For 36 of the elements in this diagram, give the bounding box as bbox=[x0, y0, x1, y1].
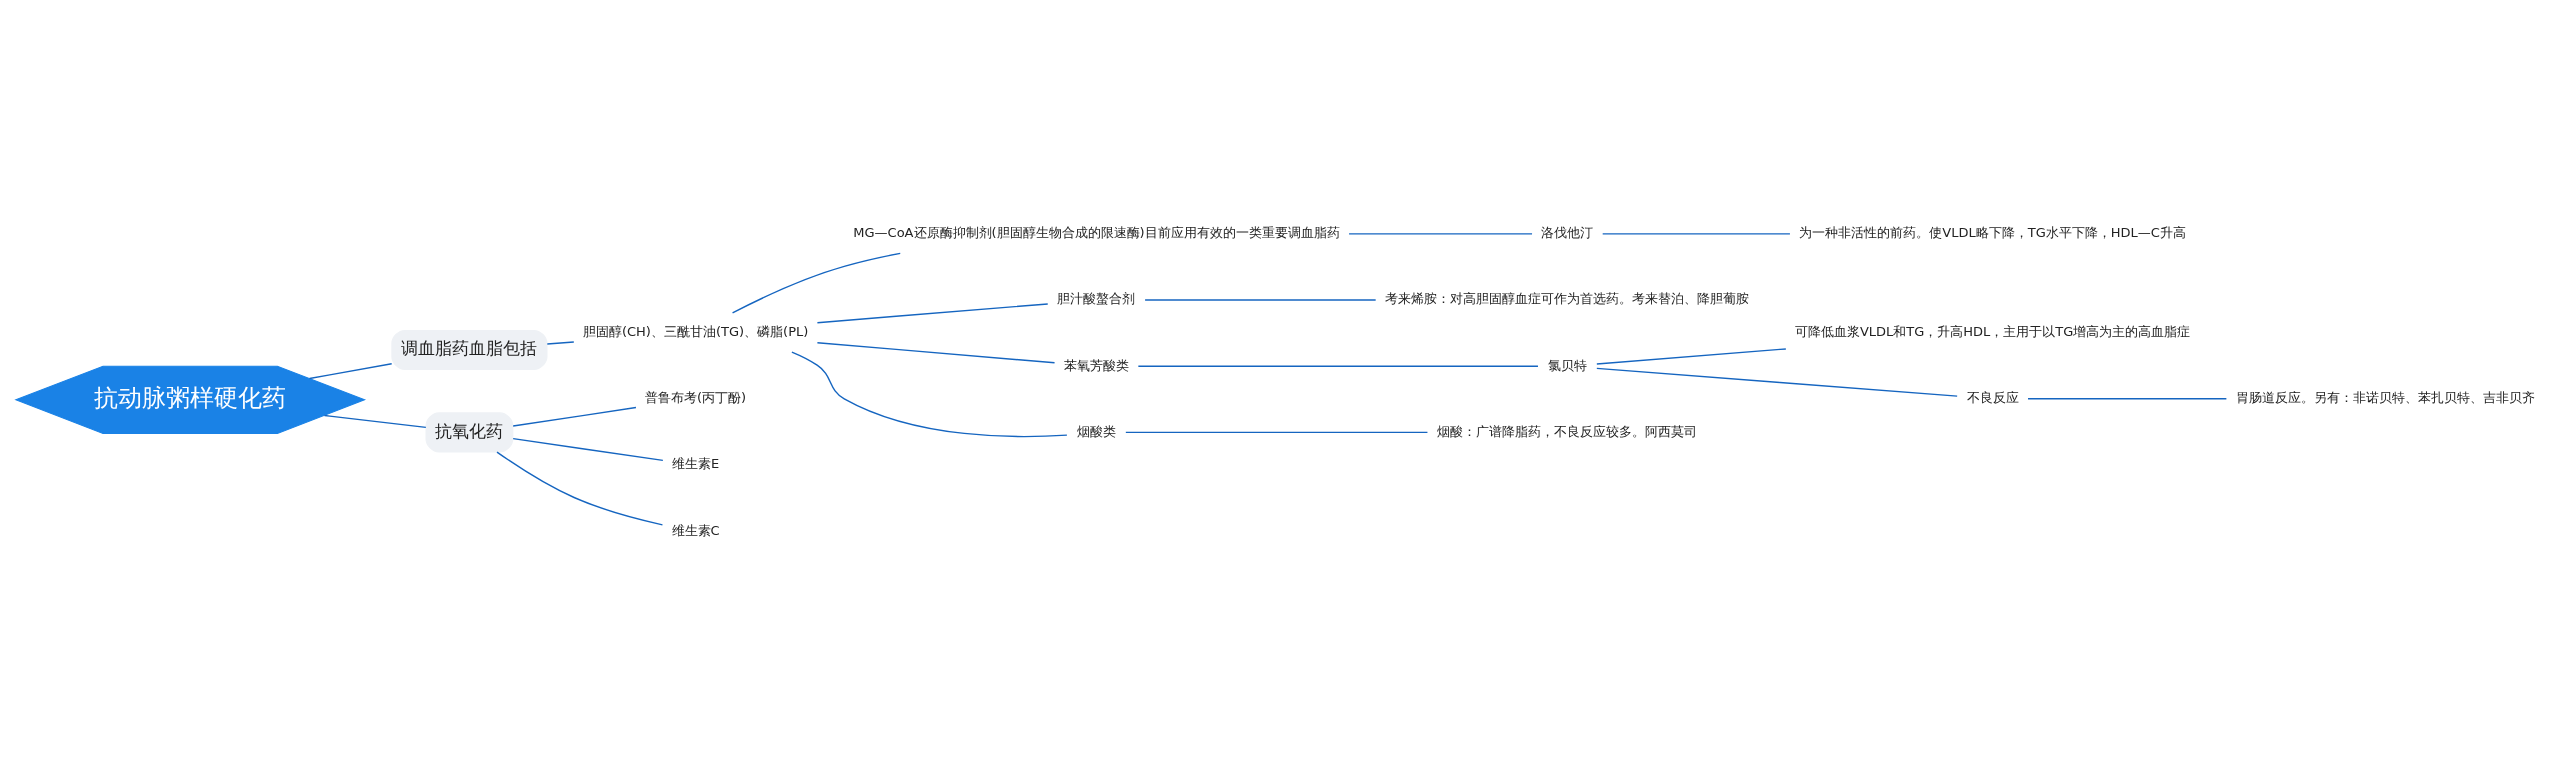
connector bbox=[496, 451, 664, 526]
connector bbox=[308, 363, 393, 380]
connector bbox=[1137, 365, 1539, 367]
node-text: 维生素E bbox=[672, 456, 720, 472]
node-text: 胆汁酸螯合剂 bbox=[1057, 291, 1136, 307]
connector bbox=[1125, 431, 1429, 434]
node-box: 抗氧化药 bbox=[425, 412, 514, 453]
node-text: 洛伐他汀 bbox=[1541, 225, 1594, 241]
connector bbox=[1596, 367, 1958, 397]
node-text: 为一种非活性的前药。使VLDL略下降，TG水平下降，HDL—C升高 bbox=[1799, 225, 2186, 241]
node-text: 胆固醇(CH)、三酰甘油(TG)、磷脂(PL) bbox=[582, 323, 809, 339]
connector bbox=[512, 406, 637, 427]
connector bbox=[791, 351, 1068, 438]
connector bbox=[512, 437, 664, 462]
node-text: 可降低血浆VLDL和TG，升高HDL，主用于以TG增高为主的高血脂症 bbox=[1794, 323, 2191, 339]
node-text: 苯氧芳酸类 bbox=[1063, 357, 1129, 373]
node-text: 烟酸类 bbox=[1076, 423, 1116, 439]
connector bbox=[731, 252, 901, 314]
connector bbox=[1348, 233, 1533, 235]
connector bbox=[1601, 233, 1791, 235]
node-text: 不良反应 bbox=[1966, 390, 2019, 406]
node-text: 烟酸：广谱降脂药，不良反应较多。阿西莫司 bbox=[1437, 423, 1698, 439]
node-text: MG—CoA还原酶抑制剂(胆固醇生物合成的限速酶)目前应用有效的一类重要调血脂药 bbox=[853, 225, 1340, 241]
connector bbox=[546, 341, 575, 345]
node-text: 维生素C bbox=[671, 522, 720, 538]
node-text: 普鲁布考(丙丁酚) bbox=[645, 390, 747, 406]
connector bbox=[1144, 299, 1377, 301]
node-text: 胃肠道反应。另有：非诺贝特、苯扎贝特、吉非贝齐 bbox=[2235, 390, 2535, 406]
connector bbox=[2027, 398, 2228, 400]
connector bbox=[816, 303, 1049, 324]
node-text: 氯贝特 bbox=[1547, 357, 1587, 373]
connector bbox=[1596, 348, 1787, 365]
connector bbox=[816, 342, 1056, 364]
node-box: 调血脂药血脂包括 bbox=[391, 329, 548, 371]
node-text: 考来烯胺：对高胆固醇血症可作为首选药。考来替泊、降胆葡胺 bbox=[1385, 291, 1750, 307]
connector bbox=[323, 414, 427, 429]
